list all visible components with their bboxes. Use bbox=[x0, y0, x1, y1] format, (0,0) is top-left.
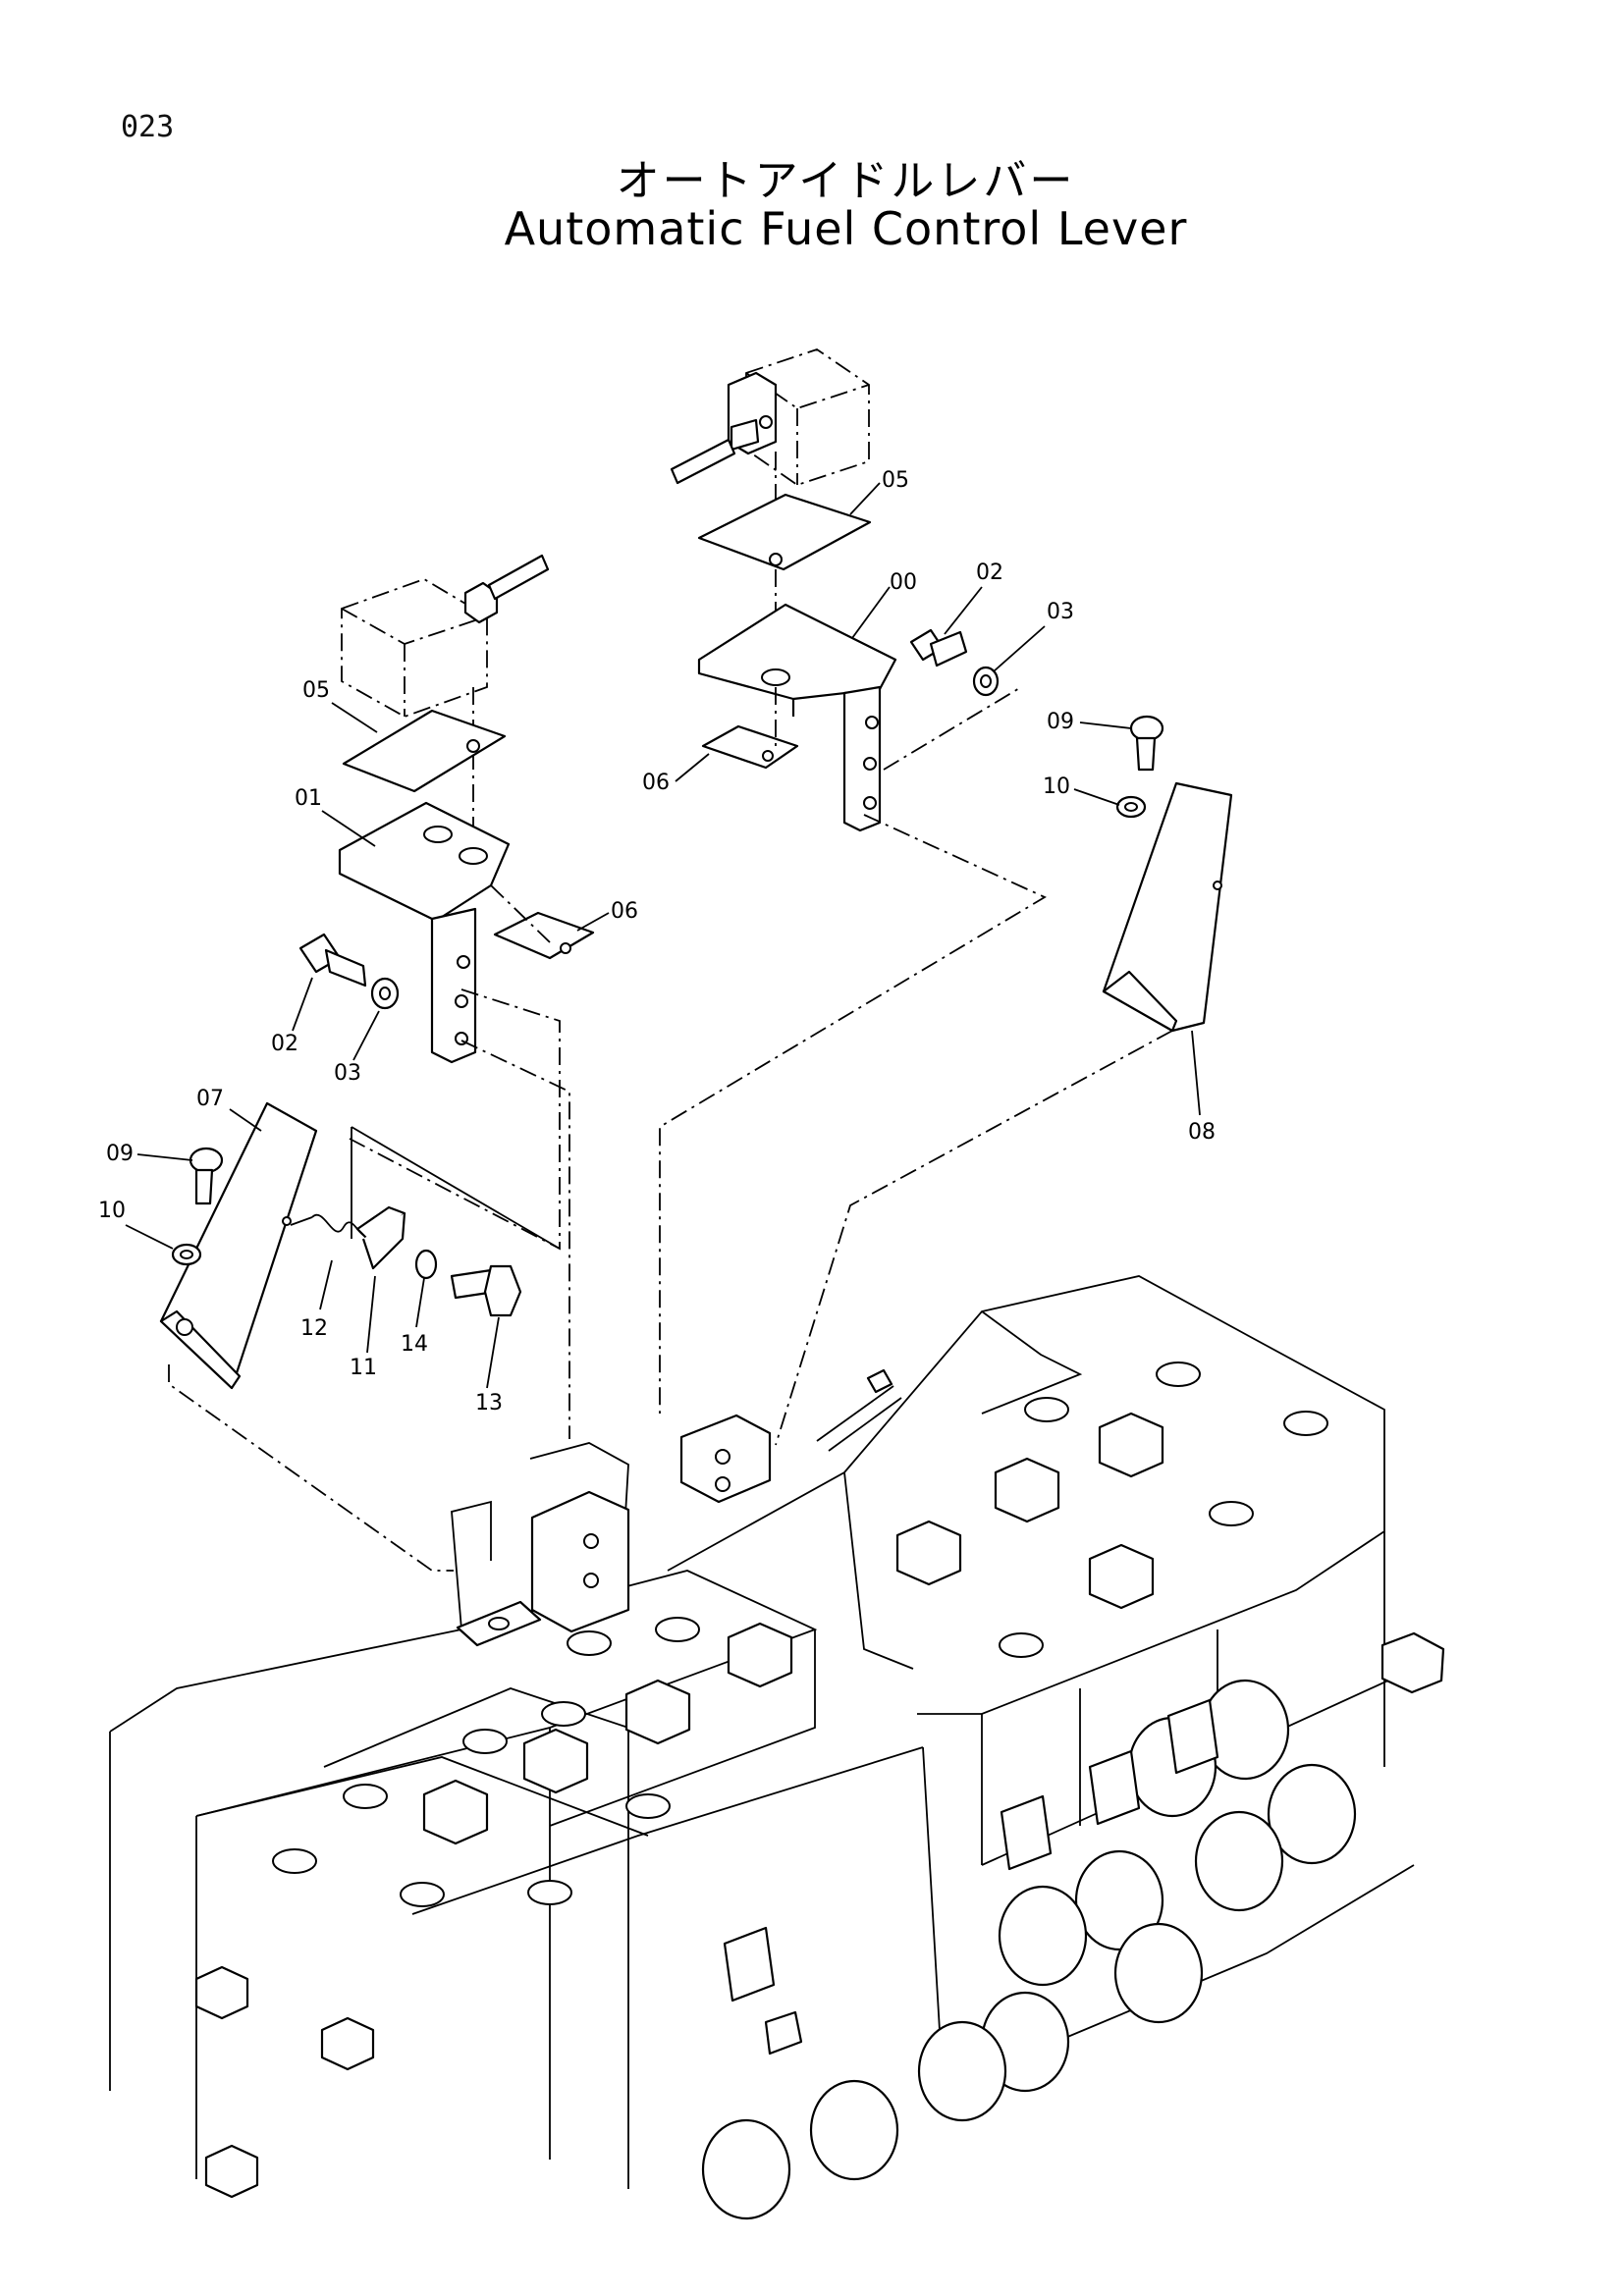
left-cap-screw bbox=[189, 1147, 224, 1205]
right-proximity-switch bbox=[670, 348, 870, 550]
callout-left-01: 01 bbox=[295, 786, 322, 811]
title-english: Automatic Fuel Control Lever bbox=[504, 202, 1188, 255]
callout-right-00: 00 bbox=[890, 570, 917, 595]
right-cap-screw bbox=[1129, 715, 1164, 772]
left-lever-assembly bbox=[159, 1101, 561, 1572]
left-bracket bbox=[338, 801, 511, 1064]
callout-left-11: 11 bbox=[350, 1356, 377, 1380]
valve-bracket-left bbox=[530, 1490, 630, 1633]
right-shim-plate bbox=[697, 493, 872, 571]
callout-left-07: 07 bbox=[196, 1087, 224, 1111]
callout-left-05: 05 bbox=[302, 678, 330, 703]
left-proximity-switch bbox=[341, 554, 550, 852]
callout-right-06: 06 bbox=[642, 771, 670, 795]
callout-right-10: 10 bbox=[1043, 774, 1070, 799]
callout-left-10: 10 bbox=[98, 1199, 126, 1223]
control-valve-block bbox=[109, 1275, 1445, 2220]
callout-right-02: 02 bbox=[976, 561, 1003, 585]
callout-left-06: 06 bbox=[611, 899, 638, 924]
callout-right-03: 03 bbox=[1047, 600, 1074, 624]
callout-left-13: 13 bbox=[475, 1391, 503, 1415]
spring-clip bbox=[355, 1205, 406, 1270]
right-bracket bbox=[697, 603, 897, 832]
page-number: 023 bbox=[121, 110, 175, 144]
left-bolt bbox=[298, 933, 367, 988]
hex-caps bbox=[194, 1412, 1445, 2199]
callout-left-09: 09 bbox=[106, 1142, 134, 1166]
right-fuel-lever bbox=[1102, 781, 1233, 1033]
callout-left-12: 12 bbox=[300, 1316, 328, 1341]
left-shim-plate bbox=[342, 709, 507, 793]
left-switch-assembly bbox=[298, 554, 595, 1439]
callout-left-14: 14 bbox=[401, 1332, 428, 1357]
callout-right-05: 05 bbox=[882, 468, 909, 493]
callout-left-02: 02 bbox=[271, 1032, 298, 1056]
callout-left-03: 03 bbox=[334, 1061, 361, 1086]
callout-right-09: 09 bbox=[1047, 710, 1074, 734]
right-bolt bbox=[909, 628, 968, 667]
left-fuel-lever bbox=[159, 1101, 318, 1390]
callout-labels: 05 01 06 02 03 07 09 10 12 11 14 13 05 0… bbox=[98, 468, 1216, 1415]
right-switch-assembly bbox=[659, 348, 1233, 1446]
small-washer bbox=[414, 1249, 438, 1280]
hex-bolt bbox=[450, 1264, 522, 1317]
callout-right-08: 08 bbox=[1188, 1120, 1216, 1145]
title-japanese: オートアイドルレバー bbox=[616, 156, 1076, 206]
right-spacer-block bbox=[701, 724, 799, 770]
spool-caps bbox=[701, 1679, 1357, 2220]
